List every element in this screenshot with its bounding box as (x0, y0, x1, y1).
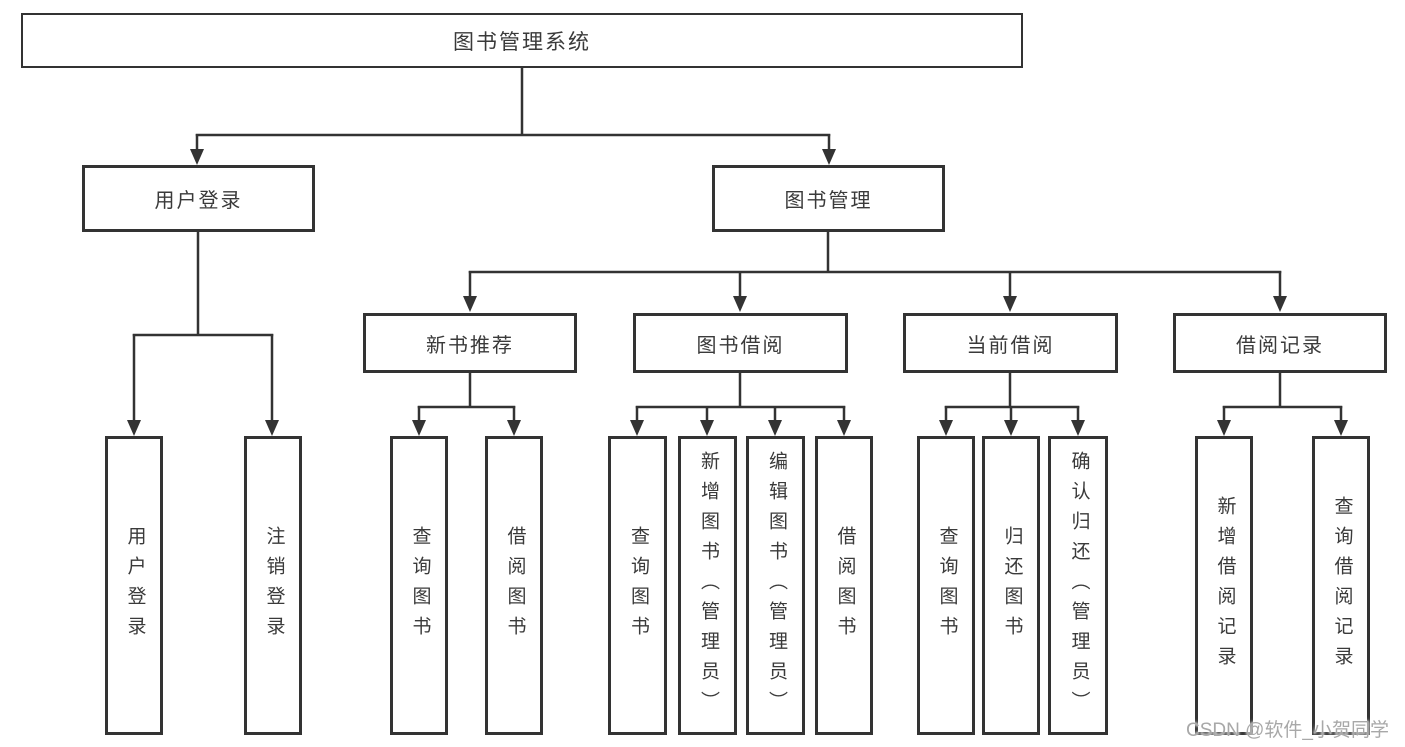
leaf-add-borrow-record-label: 新增借阅记录 (1214, 495, 1236, 676)
node-borrow-records-label: 借阅记录 (1236, 334, 1324, 357)
node-book-management-label: 图书管理 (784, 190, 873, 212)
leaf-confirm-return-admin: 确认归还（管理员） (1048, 436, 1108, 735)
node-root-label: 图书管理系统 (453, 30, 591, 54)
node-root: 图书管理系统 (21, 13, 1023, 68)
leaf-query-book-3: 查询图书 (917, 436, 975, 735)
leaf-logout-label: 注销登录 (263, 525, 285, 646)
leaf-query-book-2: 查询图书 (608, 436, 667, 735)
leaf-edit-book-admin-label: 编辑图书（管理员） (765, 450, 787, 721)
leaf-query-borrow-record: 查询借阅记录 (1312, 436, 1370, 735)
leaf-query-book-3-label: 查询图书 (936, 525, 958, 646)
leaf-borrow-book-1-label: 借阅图书 (504, 525, 526, 646)
node-current-borrow: 当前借阅 (903, 313, 1118, 373)
leaf-logout: 注销登录 (244, 436, 302, 735)
leaf-user-login: 用户登录 (105, 436, 163, 735)
leaf-return-book: 归还图书 (982, 436, 1040, 735)
leaf-borrow-book-2: 借阅图书 (815, 436, 873, 735)
connector-user-login-children (127, 232, 279, 436)
connector-current-borrow-children (939, 373, 1085, 436)
leaf-query-book-2-label: 查询图书 (627, 525, 649, 646)
csdn-watermark: CSDN @软件_小贺同学 (1186, 720, 1389, 741)
leaf-add-book-admin-label: 新增图书（管理员） (697, 450, 719, 721)
connector-borrow-records-children (1217, 373, 1348, 436)
node-book-borrow-label: 图书借阅 (696, 334, 785, 357)
node-book-borrow: 图书借阅 (633, 313, 848, 373)
node-borrow-records: 借阅记录 (1173, 313, 1387, 373)
leaf-add-book-admin: 新增图书（管理员） (678, 436, 737, 735)
node-new-book-recommend: 新书推荐 (363, 313, 577, 373)
node-user-login-label: 用户登录 (154, 190, 243, 212)
leaf-query-book-1: 查询图书 (390, 436, 448, 735)
leaf-edit-book-admin: 编辑图书（管理员） (746, 436, 805, 735)
node-new-book-recommend-label: 新书推荐 (426, 334, 514, 357)
connector-new-book-recommend-children (412, 373, 521, 436)
leaf-query-book-1-label: 查询图书 (409, 525, 431, 646)
node-current-borrow-label: 当前借阅 (966, 334, 1055, 357)
connector-root-to-level2 (190, 68, 836, 165)
leaf-add-borrow-record: 新增借阅记录 (1195, 436, 1253, 735)
leaf-confirm-return-admin-label: 确认归还（管理员） (1068, 450, 1090, 721)
leaf-borrow-book-1: 借阅图书 (485, 436, 543, 735)
leaf-query-borrow-record-label: 查询借阅记录 (1331, 495, 1353, 676)
node-user-login: 用户登录 (82, 165, 315, 232)
leaf-return-book-label: 归还图书 (1001, 525, 1023, 646)
leaf-borrow-book-2-label: 借阅图书 (834, 525, 856, 646)
node-book-management: 图书管理 (712, 165, 945, 232)
leaf-user-login-label: 用户登录 (124, 525, 146, 646)
connector-book-borrow-children (630, 373, 851, 436)
connector-book-management-children (463, 232, 1287, 312)
